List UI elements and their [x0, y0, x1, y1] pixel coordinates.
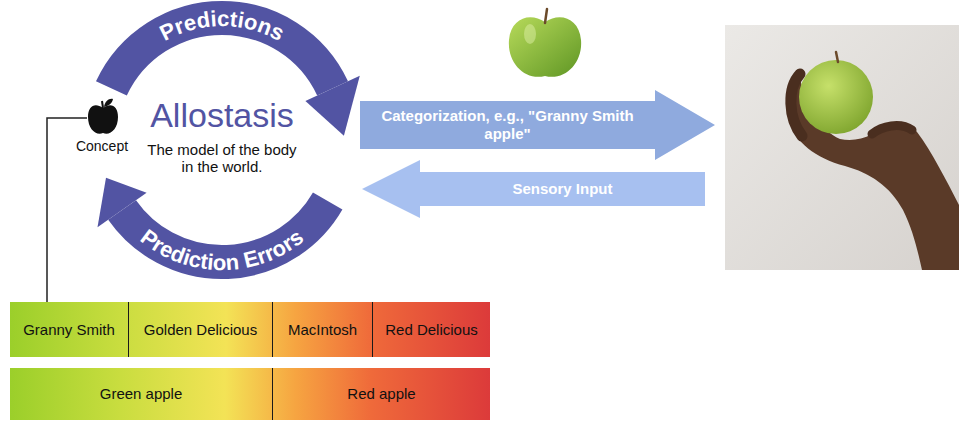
- node-text: MacIntosh: [273, 302, 372, 357]
- concept-apple-icon: [88, 99, 118, 134]
- node-text: Red Delicious: [373, 302, 490, 357]
- arc-label-text: Predictions: [156, 6, 289, 46]
- apple-variety-band: MacIntosh: [272, 302, 372, 357]
- node-text: Green apple: [10, 368, 272, 420]
- node-text: Red apple: [273, 368, 490, 420]
- apple-variety-band: Golden Delicious: [128, 302, 272, 357]
- node-text: Categorization, e.g., "Granny Smith appl…: [360, 101, 655, 149]
- arc-label: Prediction Errors: [136, 224, 308, 275]
- apple-colour-band: Green apple: [10, 368, 272, 420]
- sensory-input-arrow: Sensory Input: [362, 160, 705, 218]
- hand-photo: [725, 25, 959, 270]
- node-text: Granny Smith: [10, 302, 128, 357]
- predictions-arrowhead: [305, 76, 359, 136]
- green-apple-picture: [509, 9, 581, 77]
- apple-variety-band: Granny Smith: [10, 302, 128, 357]
- arrow-outline: [362, 160, 705, 218]
- concept-label: Concept: [62, 138, 142, 154]
- node-text: Sensory Input: [420, 172, 705, 206]
- apple-colour-band: Red apple: [272, 368, 490, 420]
- arrow-shape: [360, 90, 715, 160]
- prediction-errors-arrowhead: [98, 178, 147, 228]
- arc-label-text: Prediction Errors: [136, 224, 308, 275]
- arrow-outline: [360, 90, 715, 160]
- categorization-arrow: Categorization, e.g., "Granny Smith appl…: [360, 90, 715, 160]
- cycle-subtitle: The model of the body in the world.: [142, 141, 302, 176]
- apple-variety-band: Red Delicious: [372, 302, 490, 357]
- cycle-title: Allostasis: [112, 96, 332, 135]
- node-text: Golden Delicious: [129, 302, 272, 357]
- arc-label: Predictions: [156, 6, 289, 46]
